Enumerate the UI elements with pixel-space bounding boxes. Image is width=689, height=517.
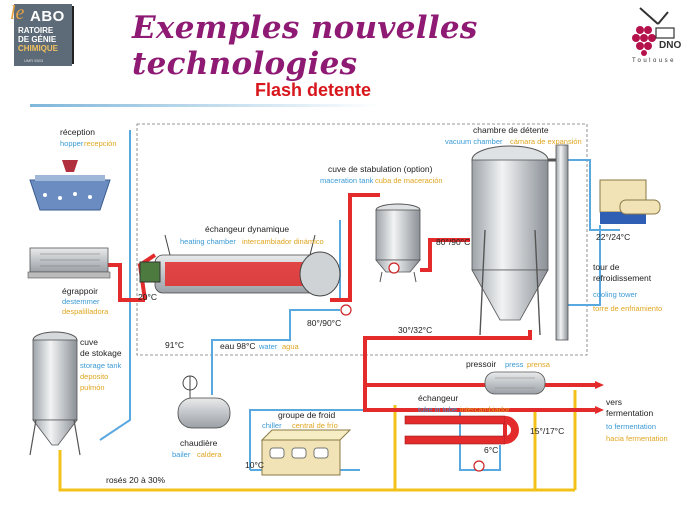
cooling-tower-en-label: cooling tower <box>593 290 638 299</box>
boiler <box>177 375 231 429</box>
egrappoir-machine <box>27 247 111 279</box>
yellow-pipe <box>58 390 577 492</box>
laboratoire-logo: le ABO RATOIRE DE GÉNIE CHIMIQUE UMR 550… <box>10 2 72 66</box>
fermentation-label-2: fermentation <box>606 408 654 418</box>
heating-chamber-en-label: heating chamber <box>180 237 236 246</box>
heating-chamber <box>139 234 341 297</box>
logo-line1: RATOIRE <box>18 26 54 35</box>
logo-line2: DE GÉNIE <box>18 35 57 44</box>
header-divider <box>72 6 74 64</box>
temp-20: 20°C <box>138 292 157 302</box>
egrappoir-label: égrappoir <box>62 286 98 296</box>
chiller-label: groupe de froid <box>278 410 335 420</box>
egrappoir-en-label: destemmer <box>62 297 100 306</box>
press-en-label: press <box>505 360 524 369</box>
exchanger-es-label: intercambiador <box>460 405 510 414</box>
vacuum-chamber-label: chambre de détente <box>473 125 549 135</box>
cooling-tower-label-1: tour de <box>593 262 620 272</box>
storage-label-1: cuve <box>80 337 98 347</box>
exchanger-en-label: tube in tube <box>418 405 457 414</box>
egrappoir-es-label: despalilladora <box>62 307 109 316</box>
water-en-label: water <box>258 342 278 351</box>
grape-icon <box>632 7 675 56</box>
heating-chamber-es-label: intercambiador dinámico <box>242 237 324 246</box>
page-title: Exemples nouvelles technologies <box>132 10 478 82</box>
roses-label: rosés 20 à 30% <box>106 475 166 485</box>
subtitle-underline <box>30 104 380 107</box>
temp-10: 10°C <box>245 460 264 470</box>
press-es-label: prensa <box>527 360 551 369</box>
chiller <box>260 429 352 476</box>
vacuum-chamber <box>471 144 569 341</box>
chiller-es-label: central de frío <box>292 421 338 430</box>
temp-6: 6°C <box>484 445 498 455</box>
fermentation-label-1: vers <box>606 397 622 407</box>
temp-15-17: 15°/17°C <box>530 426 564 436</box>
reception-en-label: hopper <box>60 139 84 148</box>
logo-abo-text: ABO <box>30 8 65 25</box>
temp-91: 91°C <box>165 340 184 350</box>
cooling-tower-label-2: refroidissement <box>593 273 652 283</box>
boiler-en-label: bailer <box>172 450 191 459</box>
vacuum-chamber-es-label: cámara de expansión <box>510 137 582 146</box>
water-es-label: agua <box>282 342 300 351</box>
toulouse-text: Toulouse <box>632 58 677 64</box>
logo-line3: CHIMIQUE <box>18 44 58 53</box>
diagram-subtitle: Flash detente <box>255 80 372 100</box>
storage-label-2: de stokage <box>80 348 122 358</box>
press <box>484 371 546 395</box>
chiller-en-label: chiller <box>262 421 282 430</box>
maceration-label: cuve de stabulation (option) <box>328 164 433 174</box>
heating-chamber-label: échangeur dynamique <box>205 224 289 234</box>
vacuum-chamber-en-label: vacuum chamber <box>445 137 503 146</box>
maceration-en-label: maceration tank <box>320 176 374 185</box>
temp-30-32: 30°/32°C <box>398 325 432 335</box>
press-label: pressoir <box>466 359 496 369</box>
temp-22-24: 22°/24°C <box>596 232 630 242</box>
storage-es-label-1: deposito <box>80 372 108 381</box>
pump <box>340 262 485 472</box>
storage-tank <box>29 331 81 456</box>
exchanger-label: échangeur <box>418 393 458 403</box>
fermentation-en-label: to fermentation <box>606 422 656 431</box>
maceration-tank <box>375 203 421 283</box>
boiler-es-label: caldera <box>197 450 222 459</box>
fermentation-es-label: hacia fermentation <box>606 434 668 443</box>
dno-toulouse-logo: DNO Toulouse <box>626 4 686 68</box>
reception-hopper <box>29 160 111 211</box>
logo-le-text: le <box>10 2 25 24</box>
logo-small-text: UMR 5503 <box>24 58 44 63</box>
boiler-label: chaudière <box>180 438 218 448</box>
tube-in-tube-exchanger <box>404 415 519 445</box>
process-boundary <box>136 123 588 356</box>
reception-label: réception <box>60 127 95 137</box>
water-label: eau 98°C <box>220 341 256 351</box>
maceration-es-label: cuba de maceración <box>375 176 443 185</box>
temp-80-90-exchanger: 80°/90°C <box>307 318 341 328</box>
dno-text: DNO <box>659 40 682 51</box>
cooling-tower <box>599 179 661 224</box>
temp-80-90-chamber: 80°/90°C <box>436 237 470 247</box>
storage-en-label: storage tank <box>80 361 122 370</box>
cooling-tower-es-label: torre de enfriamiento <box>593 304 662 313</box>
storage-es-label-2: pulmón <box>80 383 105 392</box>
reception-es-label: recepción <box>84 139 117 148</box>
flow-arrows <box>595 381 604 414</box>
